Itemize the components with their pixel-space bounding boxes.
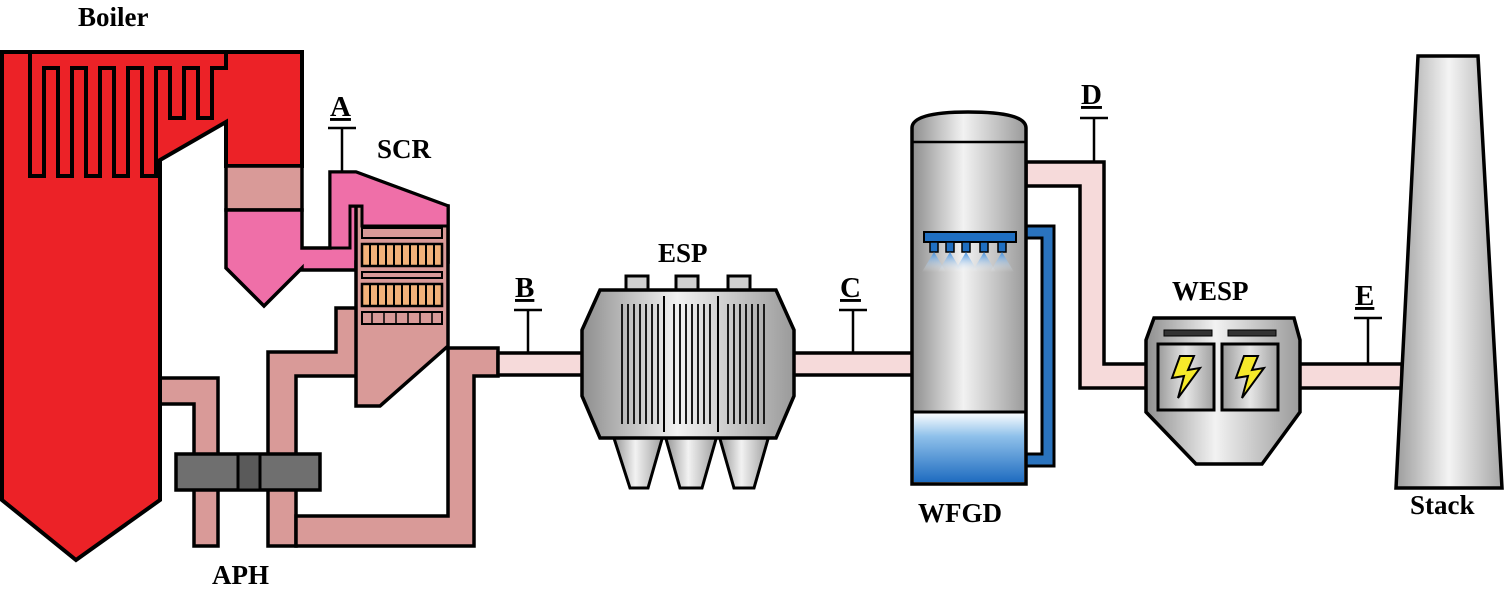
esp-plates (621, 304, 765, 424)
label-stack: Stack (1410, 490, 1475, 520)
duct-c (788, 351, 916, 377)
label-wfgd: WFGD (918, 498, 1002, 528)
label-aph: APH (212, 560, 269, 590)
point-c: C (840, 272, 861, 304)
wfgd-spray-nozzles (929, 241, 1007, 253)
esp-hopper-3 (716, 430, 772, 490)
boiler-tube-coil (28, 52, 228, 178)
wfgd-slurry-pool (914, 412, 1024, 482)
wfgd-spray-cones (922, 252, 1014, 272)
lightning-icon (1170, 355, 1203, 399)
air-preheater (174, 452, 322, 492)
point-e: E (1355, 280, 1374, 312)
wesp (1144, 316, 1302, 466)
lightning-icon (1234, 355, 1267, 399)
point-b: B (515, 272, 534, 304)
sampling-probes (328, 116, 1382, 364)
scr-catalyst-layers (360, 227, 444, 325)
stack-body (1394, 54, 1504, 490)
wfgd-absorber (910, 110, 1056, 486)
esp-body (580, 288, 796, 440)
stack (1394, 54, 1504, 490)
esp (580, 274, 796, 490)
labels: Boiler SCR APH ESP WFGD WESP Stack A B C… (78, 2, 1475, 590)
esp-hopper-2 (662, 430, 720, 490)
scr-top (328, 170, 450, 250)
esp-hopper-1 (609, 430, 666, 490)
duct-e (1296, 362, 1404, 390)
aph-rotor (236, 452, 262, 492)
wfgd-spray-header (923, 231, 1017, 243)
label-scr: SCR (377, 134, 432, 164)
scr-to-aph-duct (266, 306, 360, 548)
boiler-economizer-block (224, 164, 304, 212)
duct-b (496, 351, 588, 377)
label-wesp: WESP (1172, 276, 1249, 306)
label-boiler: Boiler (78, 2, 148, 32)
wfgd-tower (910, 110, 1028, 486)
label-esp: ESP (658, 238, 708, 268)
point-d: D (1081, 79, 1102, 111)
point-a: A (330, 91, 351, 123)
boiler-body (0, 50, 304, 563)
scr-reactor (224, 170, 450, 408)
